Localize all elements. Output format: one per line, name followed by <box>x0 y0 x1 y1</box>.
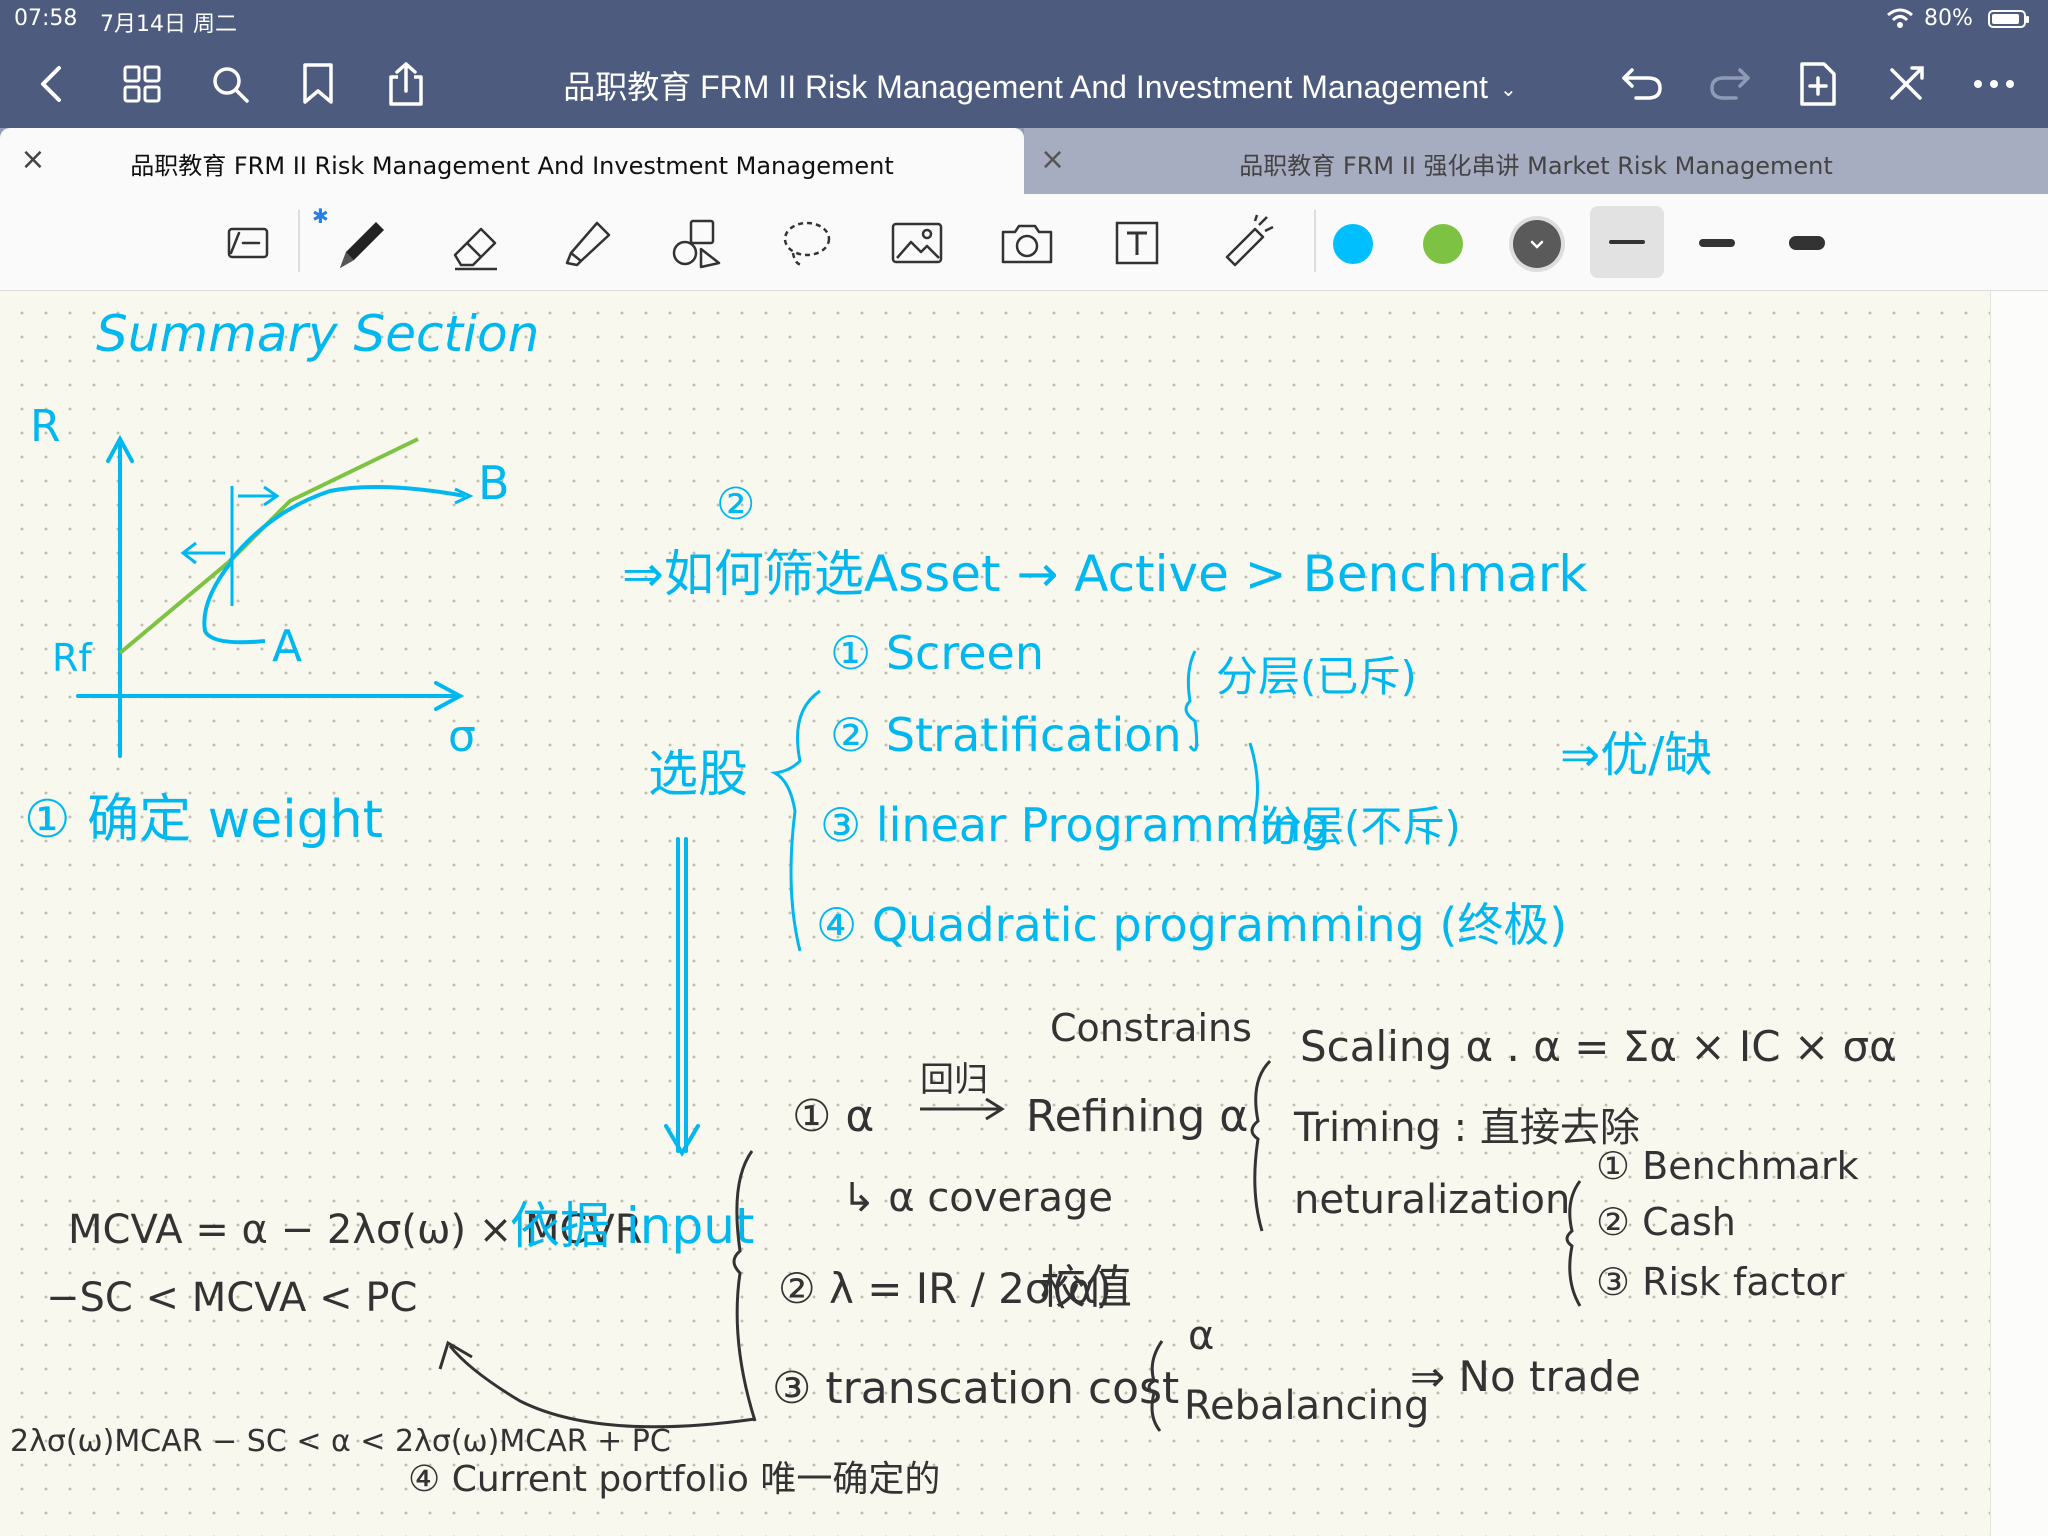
battery-percent: 80% <box>1924 6 1973 31</box>
camera-icon[interactable] <box>992 208 1062 278</box>
constrains-label: Constrains <box>1050 1006 1252 1050</box>
close-tab-icon[interactable]: × <box>1040 142 1066 177</box>
pen-icon[interactable] <box>328 208 398 278</box>
bluetooth-icon: ✱ <box>312 204 329 228</box>
status-time: 07:58 <box>14 6 78 31</box>
color-picker-button[interactable] <box>1513 220 1561 268</box>
refining-alpha: Refining α <box>1026 1091 1248 1142</box>
brace-layer-1 <box>1184 650 1199 752</box>
lambda-equation: ② λ = IR / 2σ(α) <box>778 1264 1112 1313</box>
risk-return-graph: R σ Rf A B <box>30 401 510 762</box>
neutralize-cash: ② Cash <box>1596 1200 1736 1244</box>
mcva-formula: MCVA = α − 2λσ(ω) × MCVR <box>68 1207 643 1253</box>
brace-neutralization <box>1565 1180 1582 1307</box>
grid-icon[interactable] <box>116 58 168 110</box>
highlighter-icon[interactable] <box>552 208 622 278</box>
status-bar: 07:58 7月14日 周二 80% <box>0 0 2048 40</box>
note-canvas[interactable]: Summary Section R σ Rf A B ① 确定 weight ②… <box>0 291 1990 1536</box>
wifi-icon <box>1885 6 1915 36</box>
rebalance-alpha: α <box>1188 1313 1214 1359</box>
eraser-icon[interactable] <box>442 208 512 278</box>
bookmark-icon[interactable] <box>292 58 344 110</box>
axis-label-r: R <box>30 401 61 452</box>
alpha-range: 2λσ(ω)MCAR − SC < α < 2λσ(ω)MCAR + PC <box>10 1424 671 1459</box>
point-a-label: A <box>272 621 302 672</box>
document-title-text: 品职教育 FRM II Risk Management And Investme… <box>563 69 1489 105</box>
down-arrow <box>664 837 700 1157</box>
page-edge <box>1990 291 2048 1536</box>
color-swatch-blue[interactable] <box>1333 224 1373 264</box>
method-quadratic-programming: ④ Quadratic programming (终极) <box>816 898 1567 952</box>
select-stock-label: 选股 <box>648 745 748 803</box>
alpha-coverage: ↳ α coverage <box>842 1175 1113 1221</box>
layer-note-1: 分层(已斥) <box>1216 652 1417 701</box>
brace-tcost <box>1147 1340 1164 1432</box>
step-1-weight: ① 确定 weight <box>24 790 383 850</box>
question-asset-filter: ⇒如何筛选Asset → Active > Benchmark <box>622 545 1587 603</box>
marker-2: ② <box>716 479 755 530</box>
battery-icon <box>1988 10 2029 28</box>
close-tools-icon[interactable] <box>1880 58 1932 110</box>
input-basis: 依据 input <box>510 1197 755 1255</box>
chevron-down-icon[interactable]: ⌄ <box>1500 79 1517 102</box>
tool-bar: ✱ <box>0 194 2048 291</box>
regression-arrow <box>920 1097 1005 1121</box>
scaling-alpha: Scaling α . α = Σα × IC × σα <box>1300 1022 1897 1071</box>
summary-heading: Summary Section <box>96 305 539 363</box>
transaction-cost: ③ transcation cost <box>772 1363 1179 1414</box>
summary-title: Summary Section <box>96 305 539 363</box>
read-mode-icon[interactable] <box>212 208 282 278</box>
brace-methods <box>770 689 821 952</box>
back-icon[interactable] <box>26 58 78 110</box>
mcva-inequality: −SC < MCVA < PC <box>46 1275 417 1321</box>
step-alpha: ① α <box>792 1091 874 1142</box>
tab-label: 品职教育 FRM II Risk Management And Investme… <box>130 152 894 180</box>
stroke-thick-button[interactable] <box>1772 208 1842 278</box>
trimming: Triming : 直接去除 <box>1293 1105 1640 1151</box>
shapes-icon[interactable] <box>662 208 732 278</box>
brace-refining <box>1250 1059 1272 1232</box>
point-b-label: B <box>478 456 510 510</box>
rebalancing: Rebalancing <box>1184 1383 1429 1429</box>
neutralization: neturalization <box>1294 1177 1570 1223</box>
undo-icon[interactable] <box>1616 58 1668 110</box>
rf-label: Rf <box>52 636 93 680</box>
laser-pointer-icon[interactable] <box>1212 208 1282 278</box>
regression-label: 回归 <box>920 1060 988 1100</box>
stroke-medium-button[interactable] <box>1682 208 1752 278</box>
add-page-icon[interactable] <box>1792 58 1844 110</box>
text-icon[interactable] <box>1102 208 1172 278</box>
method-linear-programming: ③ linear Programming <box>820 798 1331 852</box>
feedback-arrow <box>438 1340 756 1429</box>
redo-icon[interactable] <box>1704 58 1756 110</box>
lasso-icon[interactable] <box>772 208 842 278</box>
brace-layer-2 <box>1248 742 1259 832</box>
tab-inactive[interactable]: 品职教育 FRM II 强化串讲 Market Risk Management <box>1024 128 2048 194</box>
status-date: 7月14日 周二 <box>100 12 237 37</box>
pros-cons: ⇒优/缺 <box>1560 727 1712 783</box>
axis-label-sigma: σ <box>448 711 476 762</box>
neutralize-benchmark: ① Benchmark <box>1596 1144 1859 1188</box>
method-stratification: ② Stratification <box>830 708 1182 762</box>
more-icon[interactable] <box>1968 58 2020 110</box>
layer-note-2: 分层(不斥) <box>1260 802 1461 851</box>
method-screen: ① Screen <box>830 626 1044 680</box>
nav-bar: 品职教育 FRM II Risk Management And Investme… <box>0 40 2048 128</box>
document-title[interactable]: 品职教育 FRM II Risk Management And Investme… <box>500 62 1580 108</box>
tab-active[interactable]: × 品职教育 FRM II Risk Management And Invest… <box>0 128 1024 194</box>
color-swatch-green[interactable] <box>1423 224 1463 264</box>
share-icon[interactable] <box>380 58 432 110</box>
current-portfolio: ④ Current portfolio 唯一确定的 <box>408 1459 940 1500</box>
tab-bar: × 品职教育 FRM II Risk Management And Invest… <box>0 128 2048 194</box>
calibrate-label: 校值 <box>1040 1260 1132 1314</box>
close-tab-icon[interactable]: × <box>20 142 46 177</box>
no-trade: ⇒ No trade <box>1410 1352 1641 1401</box>
brace-inputs <box>732 1150 757 1422</box>
tab-label: 品职教育 FRM II 强化串讲 Market Risk Management <box>1239 152 1833 180</box>
stroke-thin-button[interactable] <box>1590 206 1664 278</box>
image-icon[interactable] <box>882 208 952 278</box>
neutralize-risk-factor: ③ Risk factor <box>1596 1260 1845 1304</box>
search-icon[interactable] <box>204 58 256 110</box>
